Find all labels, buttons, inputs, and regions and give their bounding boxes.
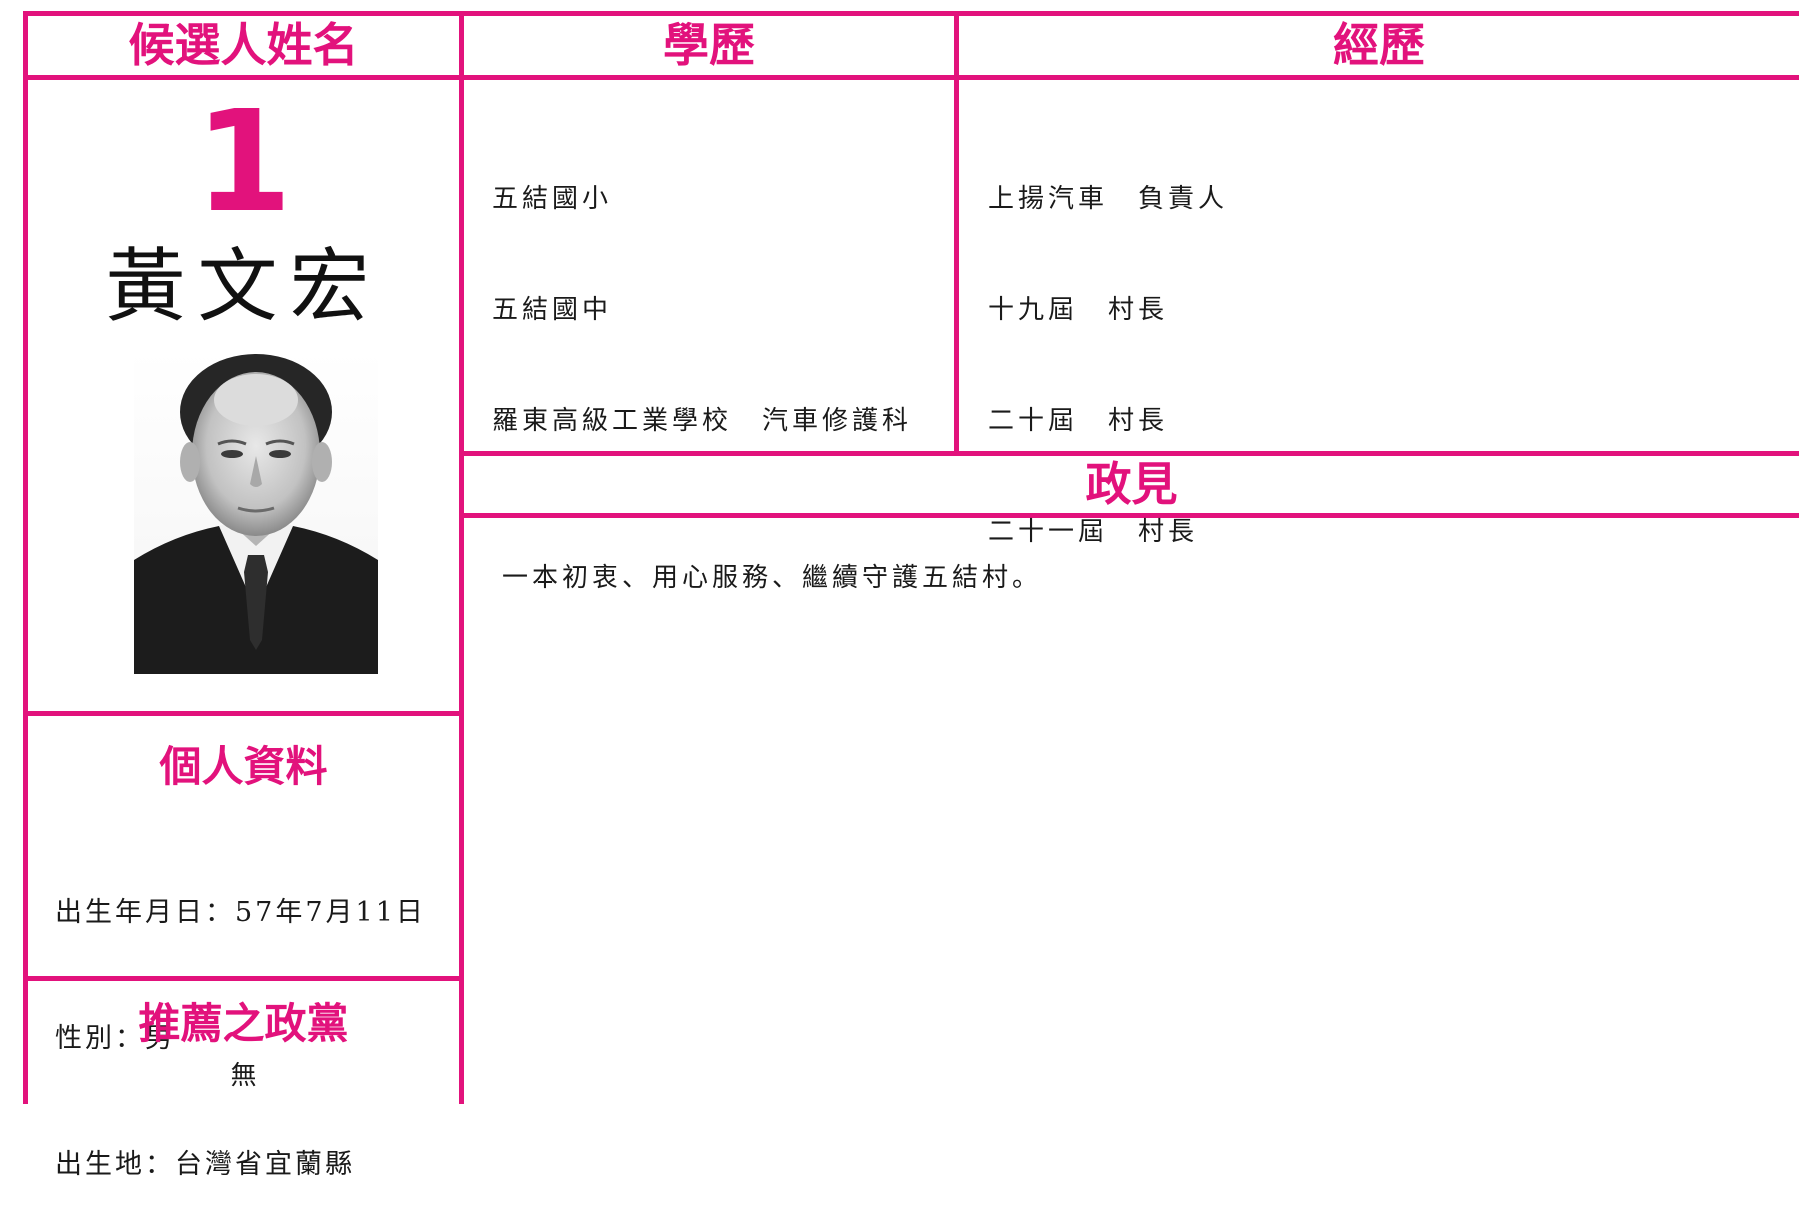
left-column-divider [459,11,464,1104]
education-header: 學歷 [663,18,755,72]
experience-item: 上揚汽車 負責人 [988,184,1229,214]
platform-text: 一本初衷、用心服務、繼續守護五結村。 [502,563,1043,593]
birthplace-text: 出生地：台灣省宜蘭縣 [55,1149,355,1180]
education-item: 五結國中 [492,295,613,325]
birthdate-text: 出生年月日：57年7月11日 [55,897,426,928]
candidate-photo [134,350,378,674]
education-experience-divider [954,11,959,455]
experience-list: 上揚汽車 負責人 十九屆 村長 二十屆 村長 二十一屆 村長 [988,107,1228,588]
platform-header: 政見 [1085,457,1178,511]
platform-top-line [459,451,1799,456]
frame-top-line [23,11,1799,16]
party-value: 無 [230,1061,257,1091]
education-list: 五結國小 五結國中 羅東高級工業學校 汽車修護科 [492,107,912,477]
party-top-line [23,976,464,981]
gender-text: 性別：男 [55,1023,175,1054]
experience-item: 二十一屆 村長 [988,517,1199,547]
candidate-name: 黃文宏 [105,240,382,333]
personal-info-header: 個人資料 [159,742,328,791]
education-item: 五結國小 [492,184,613,214]
personal-top-line [23,711,464,716]
platform-header-bottom-line [459,513,1799,518]
candidate-number: 1 [194,81,293,244]
education-item: 羅東高級工業學校 汽車修護科 [492,406,913,436]
experience-header: 經歷 [1333,18,1425,72]
experience-item: 二十屆 村長 [988,406,1169,436]
frame-left-line [23,11,28,1104]
experience-item: 十九屆 村長 [988,295,1169,325]
header-bottom-line [23,75,1799,80]
candidate-name-header: 候選人姓名 [128,18,359,72]
party-header: 推薦之政黨 [138,999,349,1048]
